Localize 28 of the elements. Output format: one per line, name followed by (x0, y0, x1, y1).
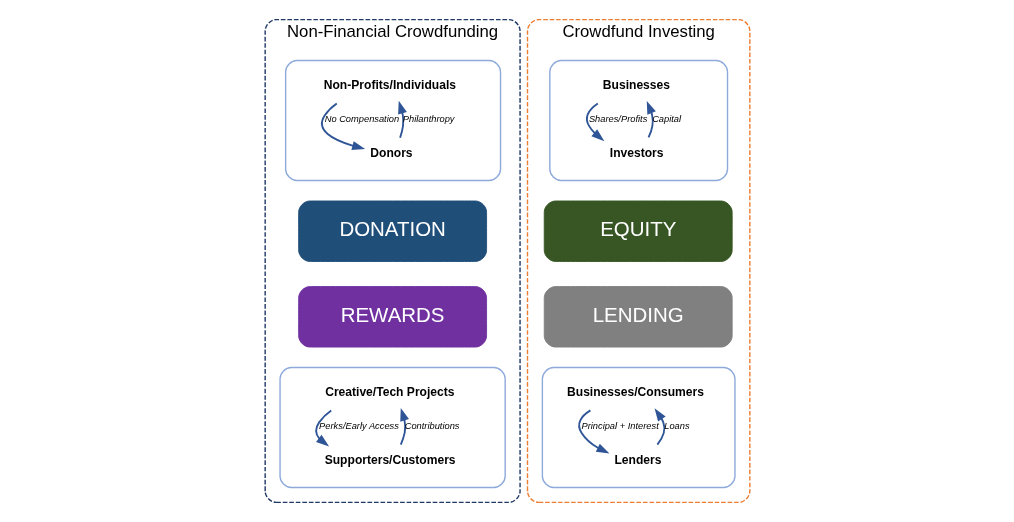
edge-label: Principal + Interest (580, 420, 659, 431)
node-box: EQUITY (543, 200, 733, 262)
node-text: Investors (609, 145, 664, 160)
arrow (314, 409, 332, 447)
node-text: Non-Profits/Individuals (323, 77, 456, 92)
arrow (397, 100, 407, 139)
cluster (548, 59, 728, 182)
cluster (541, 366, 736, 489)
node-text: Creative/Tech Projects (324, 384, 455, 399)
node-text: Businesses (602, 77, 670, 92)
arrow (646, 100, 656, 139)
arrow (585, 102, 604, 142)
edge-label: No Compensation (324, 113, 399, 124)
cluster (284, 59, 501, 182)
node-box: DONATION (297, 200, 487, 262)
node-box: LENDING (543, 286, 733, 348)
cluster (278, 366, 506, 489)
arrow (577, 409, 609, 454)
node-text: Donors (369, 145, 413, 160)
node-text: Supporters/Customers (324, 452, 456, 467)
arrow (320, 102, 365, 151)
arrow (399, 407, 409, 446)
arrow (654, 408, 666, 446)
node-box: REWARDS (297, 286, 487, 348)
node-text: Lenders (613, 452, 661, 467)
edge-label: Shares/Profits (588, 113, 647, 124)
node-text: Businesses/Consumers (566, 384, 704, 399)
edge-label: Perks/Early Access (318, 420, 399, 431)
